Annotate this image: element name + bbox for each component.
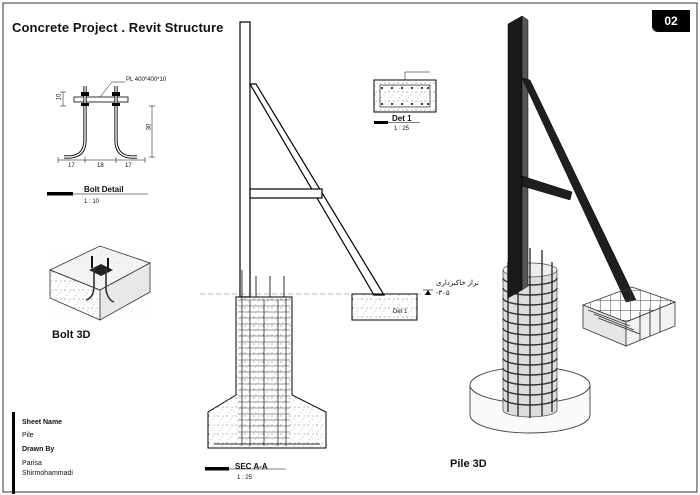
drawn-by-name-line2: Shirmohammadi <box>22 470 73 477</box>
pile-3d-model <box>469 15 677 434</box>
dim-top: 10 <box>56 93 63 101</box>
drawn-by-label: Drawn By <box>22 446 55 453</box>
pile-3d-label: Pile 3D <box>450 458 487 470</box>
bolt-3d-label: Bolt 3D <box>52 329 91 341</box>
plate-note: PL 400*400*10 <box>126 77 167 83</box>
bolt-detail-drawing <box>47 81 155 196</box>
bolt-3d-model <box>49 245 151 321</box>
dim-mid: 18 <box>97 163 104 169</box>
det-1-drawing <box>351 71 437 321</box>
sheet-name-value: Pile <box>22 432 34 439</box>
info-block: Sheet Name Pile Drawn By Parisa Shirmoha… <box>12 412 94 494</box>
section-a-a-drawing <box>200 21 430 471</box>
info-accent-bar <box>12 412 15 494</box>
sheet-number-badge: 02 <box>652 10 690 32</box>
drawn-by-name-line1: Parisa <box>22 460 42 467</box>
det-1-label: Det 1 <box>392 114 412 123</box>
bolt-detail-label: Bolt Detail <box>84 185 124 194</box>
dim-height: 30 <box>146 123 153 131</box>
bolt-detail-scale: 1 : 10 <box>84 199 100 205</box>
footing-tag: Det 1 <box>393 309 408 315</box>
section-scale: 1 : 25 <box>237 475 253 481</box>
section-label: SEC A-A <box>235 462 268 471</box>
level-note-value: -۳۰۵ <box>436 290 450 297</box>
sheet-title: Concrete Project . Revit Structure <box>12 20 224 35</box>
det-1-scale: 1 : 25 <box>394 126 410 132</box>
level-note-text: تراز خاکبرداری <box>436 280 479 287</box>
dim-right: 17 <box>125 163 132 169</box>
dim-left: 17 <box>68 163 75 169</box>
sheet-name-label: Sheet Name <box>22 419 63 426</box>
